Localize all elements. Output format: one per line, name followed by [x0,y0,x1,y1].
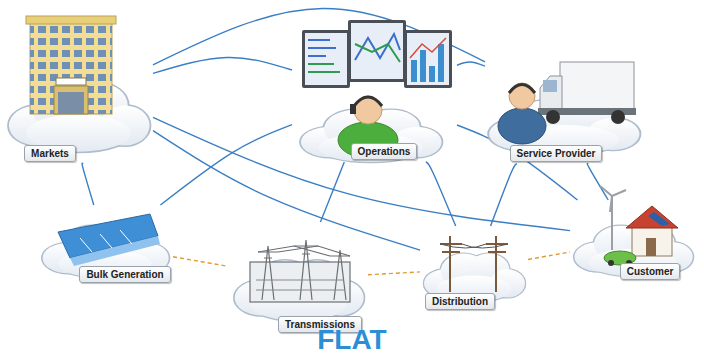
connector [491,164,517,226]
service-truck [498,62,636,144]
caption: FLAT [0,324,704,356]
cloud-node: Operations [292,10,457,162]
market-building [26,16,116,114]
node-label: Bulk Generation [79,266,170,283]
cloud-node: Distribution [420,226,528,312]
node-label: Customer [620,263,681,280]
node-label: Service Provider [510,145,603,162]
node-label: Distribution [425,293,495,310]
cloud-node: Markets [8,14,153,164]
connector [426,162,456,226]
smart-home [600,186,678,266]
connector [587,164,608,200]
node-label: Markets [24,145,76,162]
connector [320,162,344,222]
cloud-node: Transmissions [228,222,368,335]
connector [153,131,420,250]
cloud-node: Bulk Generation [38,205,173,285]
operator-console [302,20,452,158]
node-label: Operations [351,143,418,160]
connector [528,252,570,259]
connector [153,57,292,73]
connector [160,125,292,205]
connector [82,163,94,205]
hydro-dam [58,214,160,266]
connector [173,257,228,267]
cloud-node: Customer [570,200,695,282]
connector [368,272,420,275]
cloud-node: Service Provider [485,12,645,164]
utility-poles [440,236,508,292]
substation [250,240,350,302]
connector [457,62,485,66]
